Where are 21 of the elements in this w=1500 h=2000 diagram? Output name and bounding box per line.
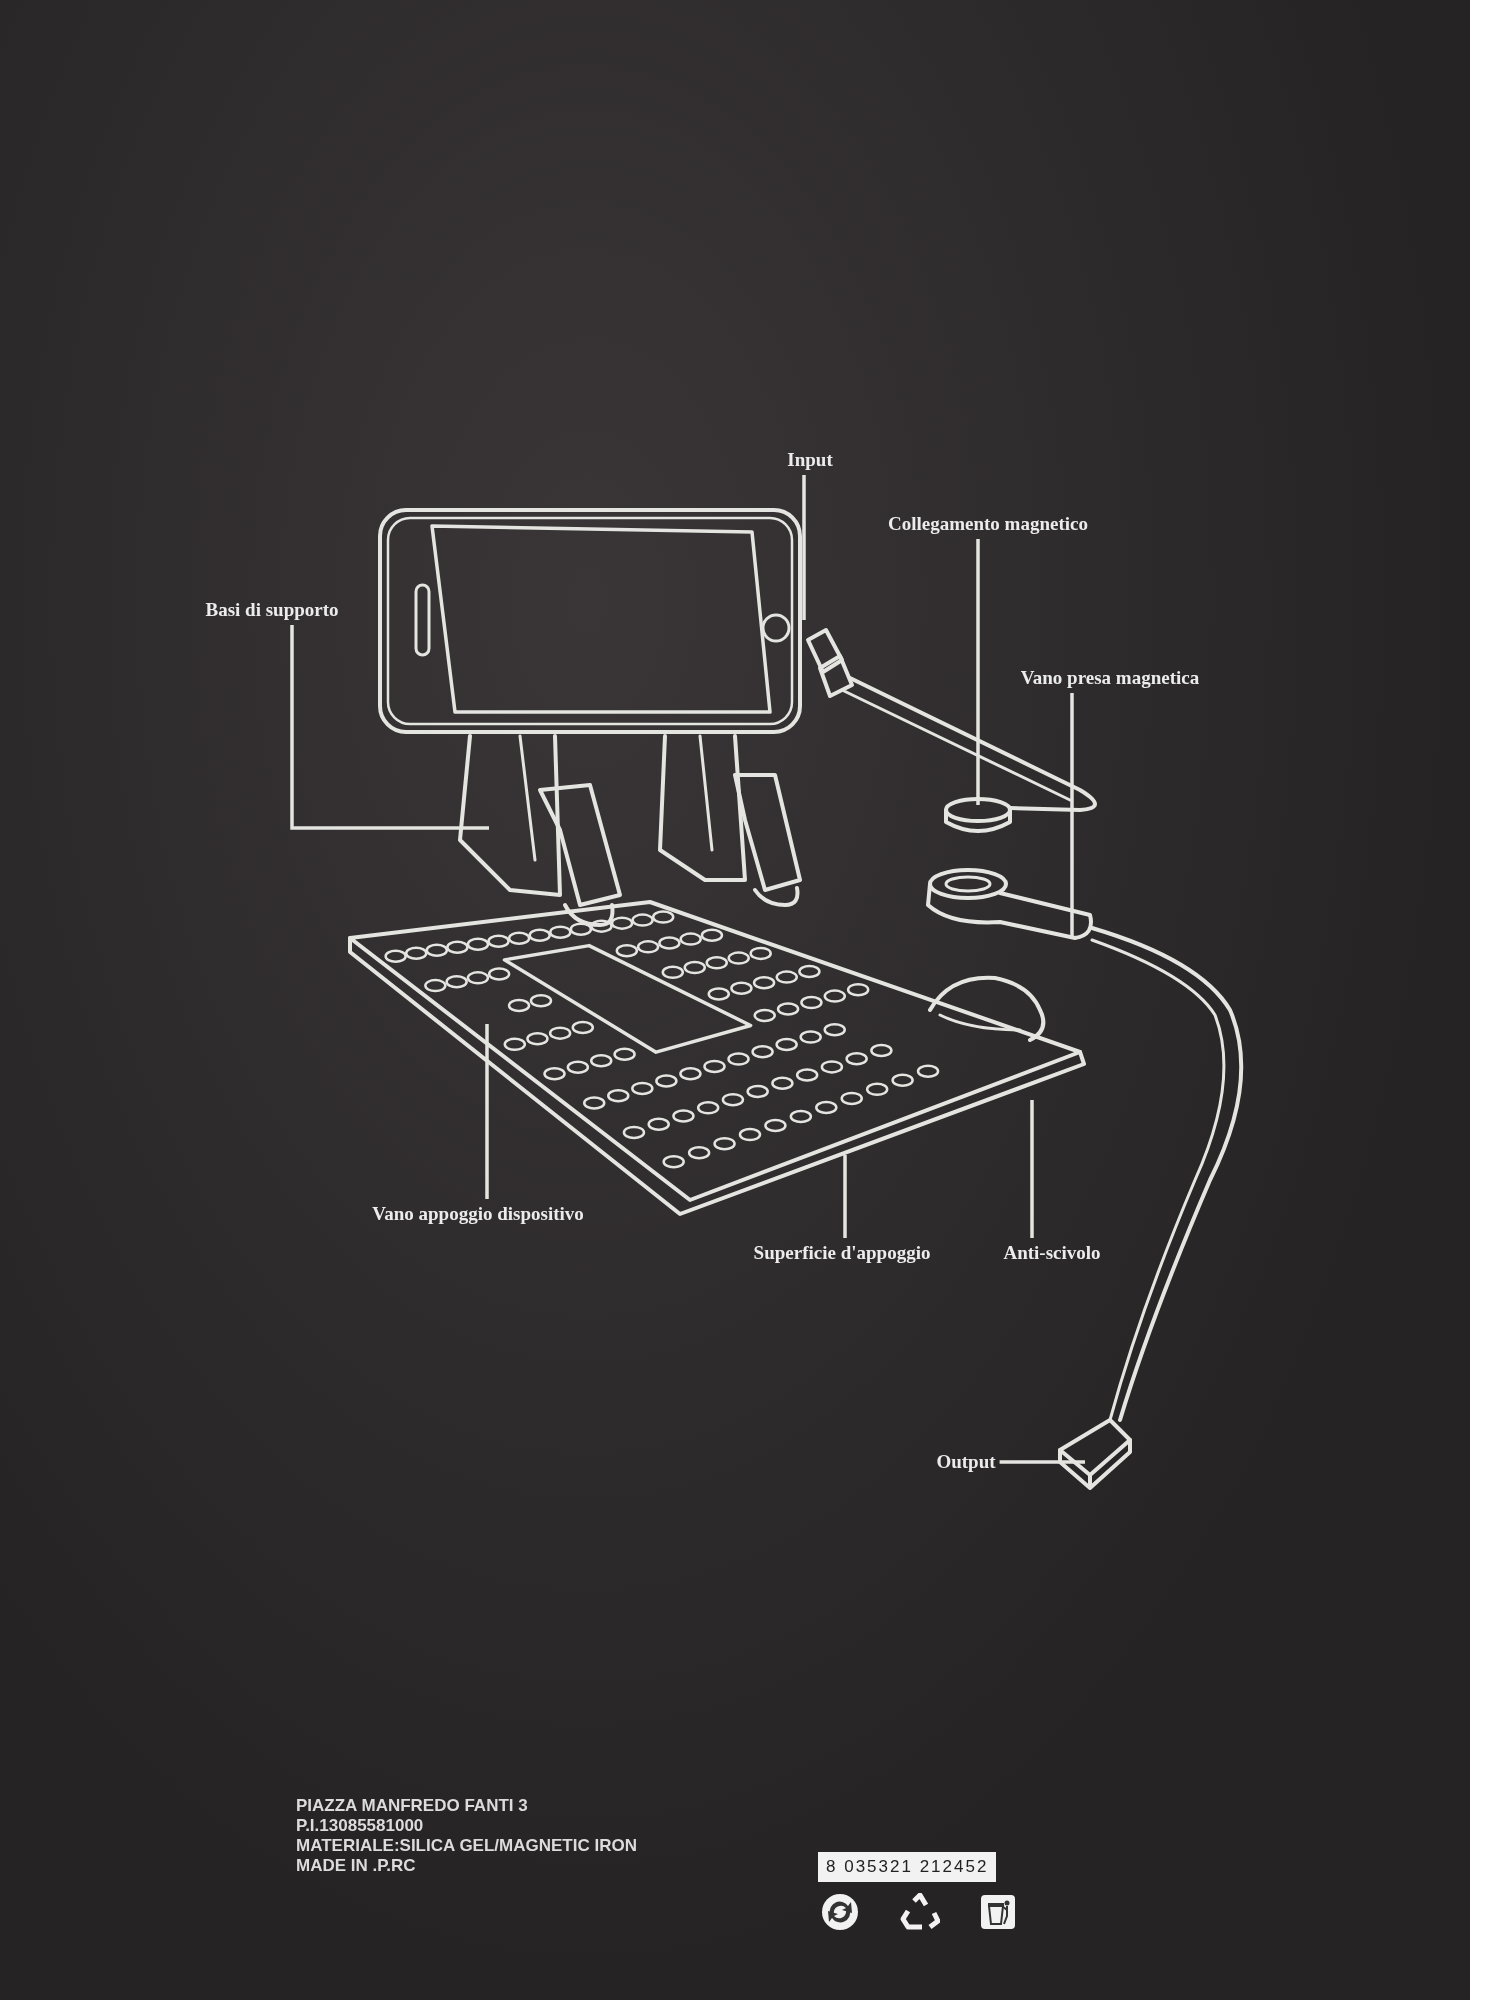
barcode-digits: 8 035321 212452 [818,1852,997,1882]
callout-label: Superficie d'appoggio [753,1241,931,1265]
callout-label: Collegamento magnetico [888,512,1088,536]
callout-label: Basi di supporto [205,598,339,622]
callout-label: Output [936,1450,996,1474]
leader-line [290,625,489,830]
callout-label: Vano presa magnetica [1020,666,1200,690]
leader-line [976,539,980,805]
imprint-text: MADE IN .P.RC [296,1856,417,1876]
imprint-text: MATERIALE:SILICA GEL/MAGNETIC IRON [296,1836,637,1856]
leader-line [802,475,806,620]
imprint-text: P.I.13085581000 [296,1816,425,1836]
callout-label: Input [787,448,833,472]
imprint-text: PIAZZA MANFREDO FANTI 3 [296,1796,529,1816]
leader-line [1030,1100,1034,1238]
callout-label: Anti-scivolo [1003,1241,1101,1265]
leader-line [843,1155,847,1238]
leader-line [485,1024,489,1199]
leader-line [999,1460,1085,1464]
leader-line [1070,693,1074,936]
callout-label: Vano appoggio dispositivo [372,1202,584,1226]
